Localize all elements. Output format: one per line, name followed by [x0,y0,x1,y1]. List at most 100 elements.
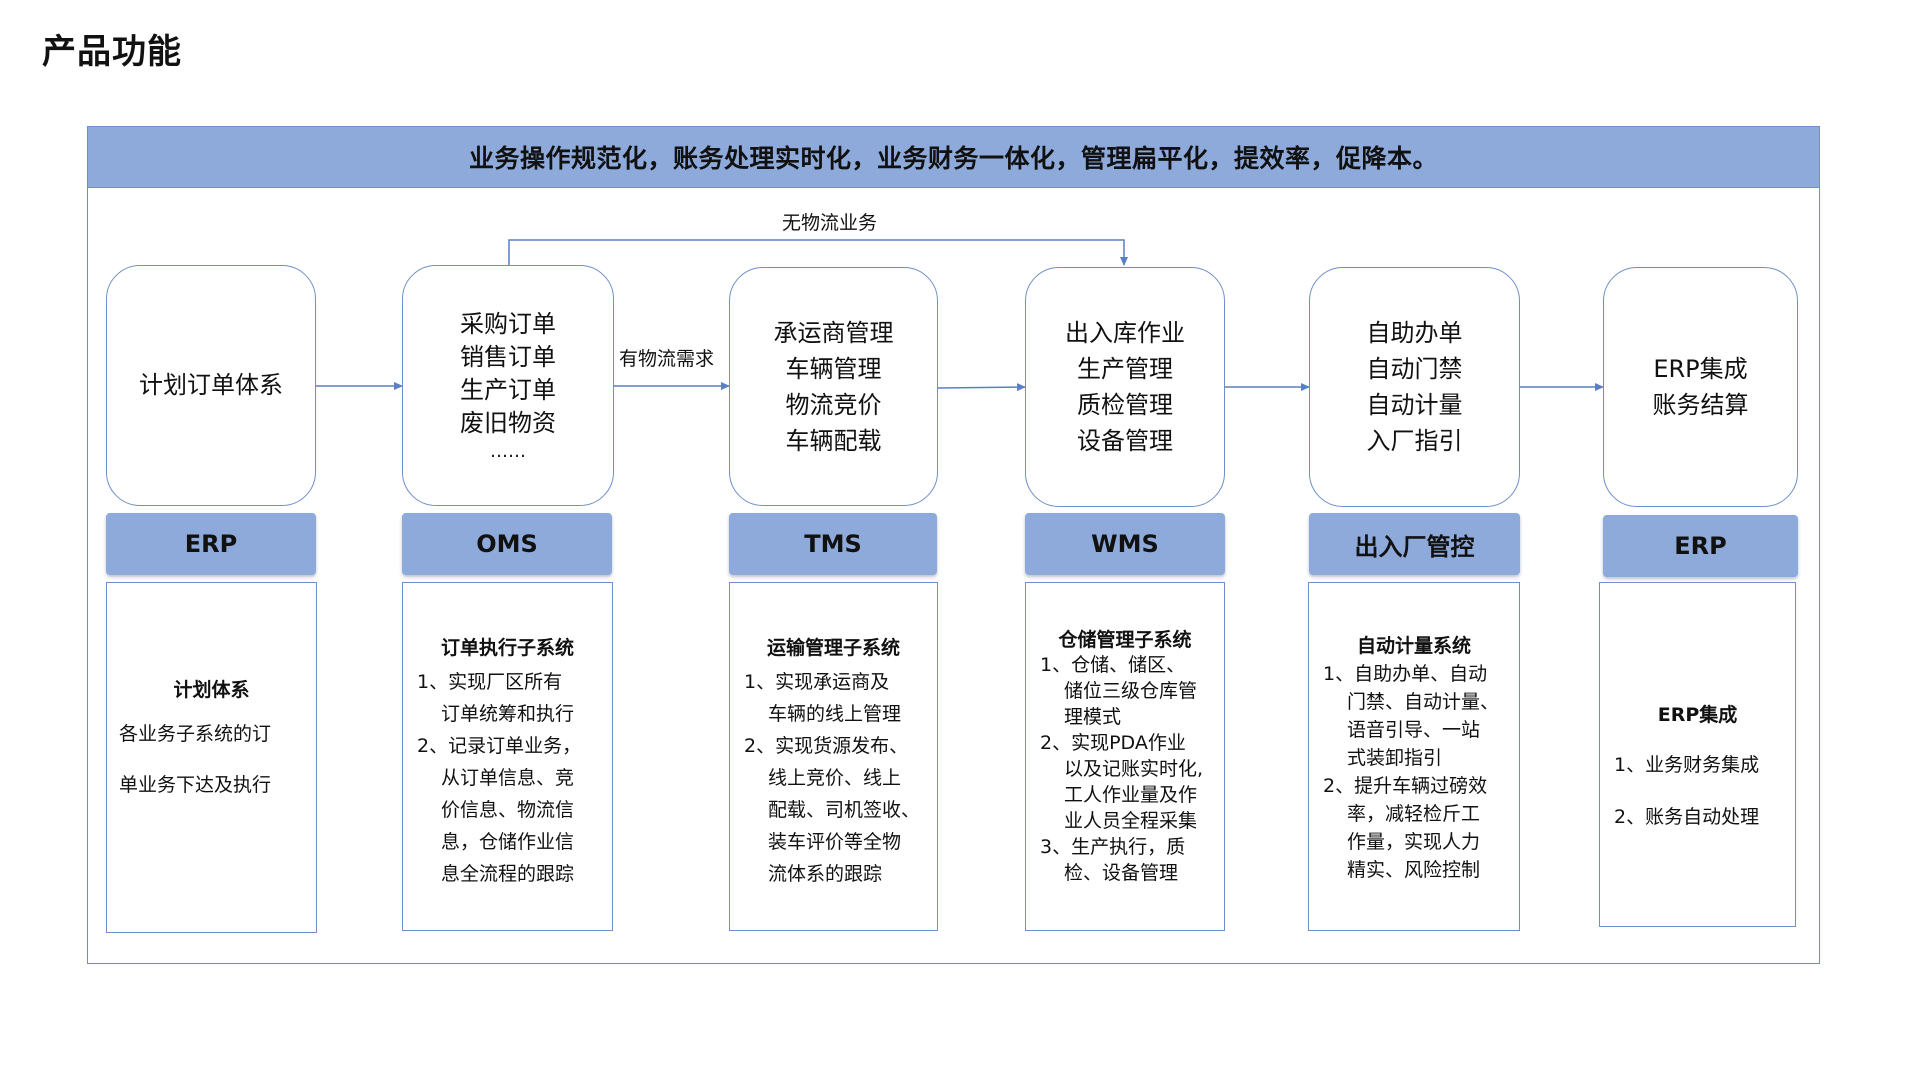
item-text: 流体系的跟踪 [768,863,883,885]
item-number: 1、 [417,671,449,693]
item-number: 1、 [744,671,776,693]
stage-line: 自动计量 [1366,391,1463,419]
item-number: 2、 [1323,775,1355,797]
detail-box-erp-plan: 计划体系 各业务子系统的订 单业务下达及执行 [106,582,317,933]
item-text: 线上竞价、线上 [768,767,902,789]
item-text: 实现PDA作业 [1071,732,1186,754]
stage-line: 废旧物资 [460,408,556,437]
detail-title: 订单执行子系统 [440,637,574,659]
stage-line: ERP集成 [1653,355,1748,383]
stage-line: 设备管理 [1077,427,1173,455]
item-text: 价信息、物流信 [441,799,575,821]
stage-line: …… [490,440,526,462]
stage-line: 车辆配载 [785,426,882,455]
system-tag-wms: WMS [1025,513,1225,575]
item-text: 提升车辆过磅效 [1354,775,1488,797]
item-text: 作量，实现人力 [1347,831,1481,853]
item-number: 2、 [744,735,776,757]
detail-item: 1、实现承运商及 车辆的线上管理 [730,666,937,730]
item-text: 实现厂区所有 [448,671,563,693]
system-tag-gate-control: 出入厂管控 [1309,513,1520,575]
detail-item: 2、账务自动处理 [1600,791,1795,843]
item-text: 自助办单、自动 [1354,663,1488,685]
item-text: 仓储、储区、 [1071,654,1186,676]
item-text: 门禁、自动计量、 [1347,691,1500,713]
system-tag-tms: TMS [729,513,937,575]
detail-item: 3、生产执行，质 检、设备管理 [1026,834,1224,886]
detail-title: 计划体系 [173,679,250,701]
detail-box-tms: 运输管理子系统 1、实现承运商及 车辆的线上管理 2、实现货源发布、 线上竞价、… [729,582,938,931]
item-text: 装车评价等全物 [768,831,902,853]
stage-line: 生产订单 [460,375,556,404]
detail-text: 各业务子系统的订 [119,723,272,745]
detail-item: 1、自助办单、自动 门禁、自动计量、 语音引导、一站 式装卸指引 [1309,660,1519,772]
stage-line: 计划订单体系 [139,371,283,399]
item-number: 2、 [1614,806,1646,828]
detail-item: 2、实现货源发布、 线上竞价、线上 配载、司机签收、 装车评价等全物 流体系的跟… [730,730,937,890]
system-tag-erp-integration: ERP [1603,515,1798,577]
detail-item: 1、实现厂区所有 订单统筹和执行 [403,666,612,730]
stage-gate-control: 自助办单 自动门禁 自动计量 入厂指引 [1309,267,1520,507]
item-number: 1、 [1040,654,1072,676]
item-number: 3、 [1040,836,1072,858]
detail-box-weighing: 自动计量系统 1、自助办单、自动 门禁、自动计量、 语音引导、一站 式装卸指引 … [1308,582,1520,931]
item-text: 从订单信息、竞 [441,767,575,789]
detail-box-oms: 订单执行子系统 1、实现厂区所有 订单统筹和执行 2、记录订单业务， 从订单信息… [402,582,613,931]
stage-line: 账务结算 [1652,391,1749,419]
stage-line: 销售订单 [460,342,556,371]
detail-item: 2、实现PDA作业 以及记账实时化, 工人作业量及作 业人员全程采集 [1026,730,1224,834]
item-text: 储位三级仓库管 [1064,680,1198,702]
stage-line: 采购订单 [460,309,556,338]
item-text: 检、设备管理 [1064,862,1179,884]
item-text: 精实、风险控制 [1347,859,1481,881]
system-tag-erp: ERP [106,513,316,575]
detail-title: 仓储管理子系统 [1058,629,1192,651]
item-text: 账务自动处理 [1645,806,1760,828]
item-text: 理模式 [1064,706,1122,728]
detail-text: 单业务下达及执行 [119,774,272,796]
item-text: 息，仓储作业信 [441,831,575,853]
label-no-logistics: 无物流业务 [782,212,878,234]
item-number: 2、 [1040,732,1072,754]
detail-item: 2、提升车辆过磅效 率，减轻检斤工 作量，实现人力 精实、风险控制 [1309,772,1519,884]
item-text: 工人作业量及作 [1064,784,1198,806]
item-text: 业务财务集成 [1645,754,1760,776]
item-text: 息全流程的跟踪 [441,863,575,885]
item-text: 式装卸指引 [1347,747,1443,769]
system-tag-oms: OMS [402,513,612,575]
detail-box-erp-integration: ERP集成 1、业务财务集成 2、账务自动处理 [1599,582,1796,927]
item-text: 业人员全程采集 [1064,810,1198,832]
item-text: 记录订单业务， [448,735,582,757]
diagram-frame: 业务操作规范化，账务处理实时化，业务财务一体化，管理扁平化，提效率，促降本。 [87,126,1820,964]
stage-line: 物流竞价 [785,390,882,419]
item-text: 配载、司机签收、 [768,799,921,821]
detail-item: 1、业务财务集成 [1600,739,1795,791]
item-text: 生产执行，质 [1071,836,1186,858]
stage-warehouse: 出入库作业 生产管理 质检管理 设备管理 [1025,267,1225,507]
stage-line: 入厂指引 [1366,427,1463,455]
item-text: 车辆的线上管理 [768,703,902,725]
stage-line: 承运商管理 [773,318,894,347]
detail-title: 运输管理子系统 [766,637,900,659]
label-has-logistics: 有物流需求 [619,348,715,370]
item-number: 2、 [417,735,449,757]
detail-title: ERP集成 [1657,704,1738,726]
item-text: 实现承运商及 [775,671,890,693]
item-text: 率，减轻检斤工 [1347,803,1481,825]
stage-line: 车辆管理 [785,354,882,383]
stage-plan-order: 计划订单体系 [106,265,316,506]
stage-transport: 承运商管理 车辆管理 物流竞价 车辆配载 [729,267,938,506]
item-number: 1、 [1614,754,1646,776]
stage-line: 自动门禁 [1366,355,1463,383]
stage-erp-settlement: ERP集成 账务结算 [1603,267,1798,507]
stage-line: 出入库作业 [1065,319,1185,347]
item-number: 1、 [1323,663,1355,685]
stage-line: 自助办单 [1366,319,1463,347]
item-text: 语音引导、一站 [1347,719,1481,741]
stage-order-types: 采购订单 销售订单 生产订单 废旧物资 …… [402,265,614,506]
page-title: 产品功能 [42,32,182,72]
detail-box-wms: 仓储管理子系统 1、仓储、储区、 储位三级仓库管 理模式 2、实现PDA作业 以… [1025,582,1225,931]
banner: 业务操作规范化，账务处理实时化，业务财务一体化，管理扁平化，提效率，促降本。 [88,127,1819,188]
item-text: 实现货源发布、 [775,735,909,757]
item-text: 订单统筹和执行 [441,703,575,725]
